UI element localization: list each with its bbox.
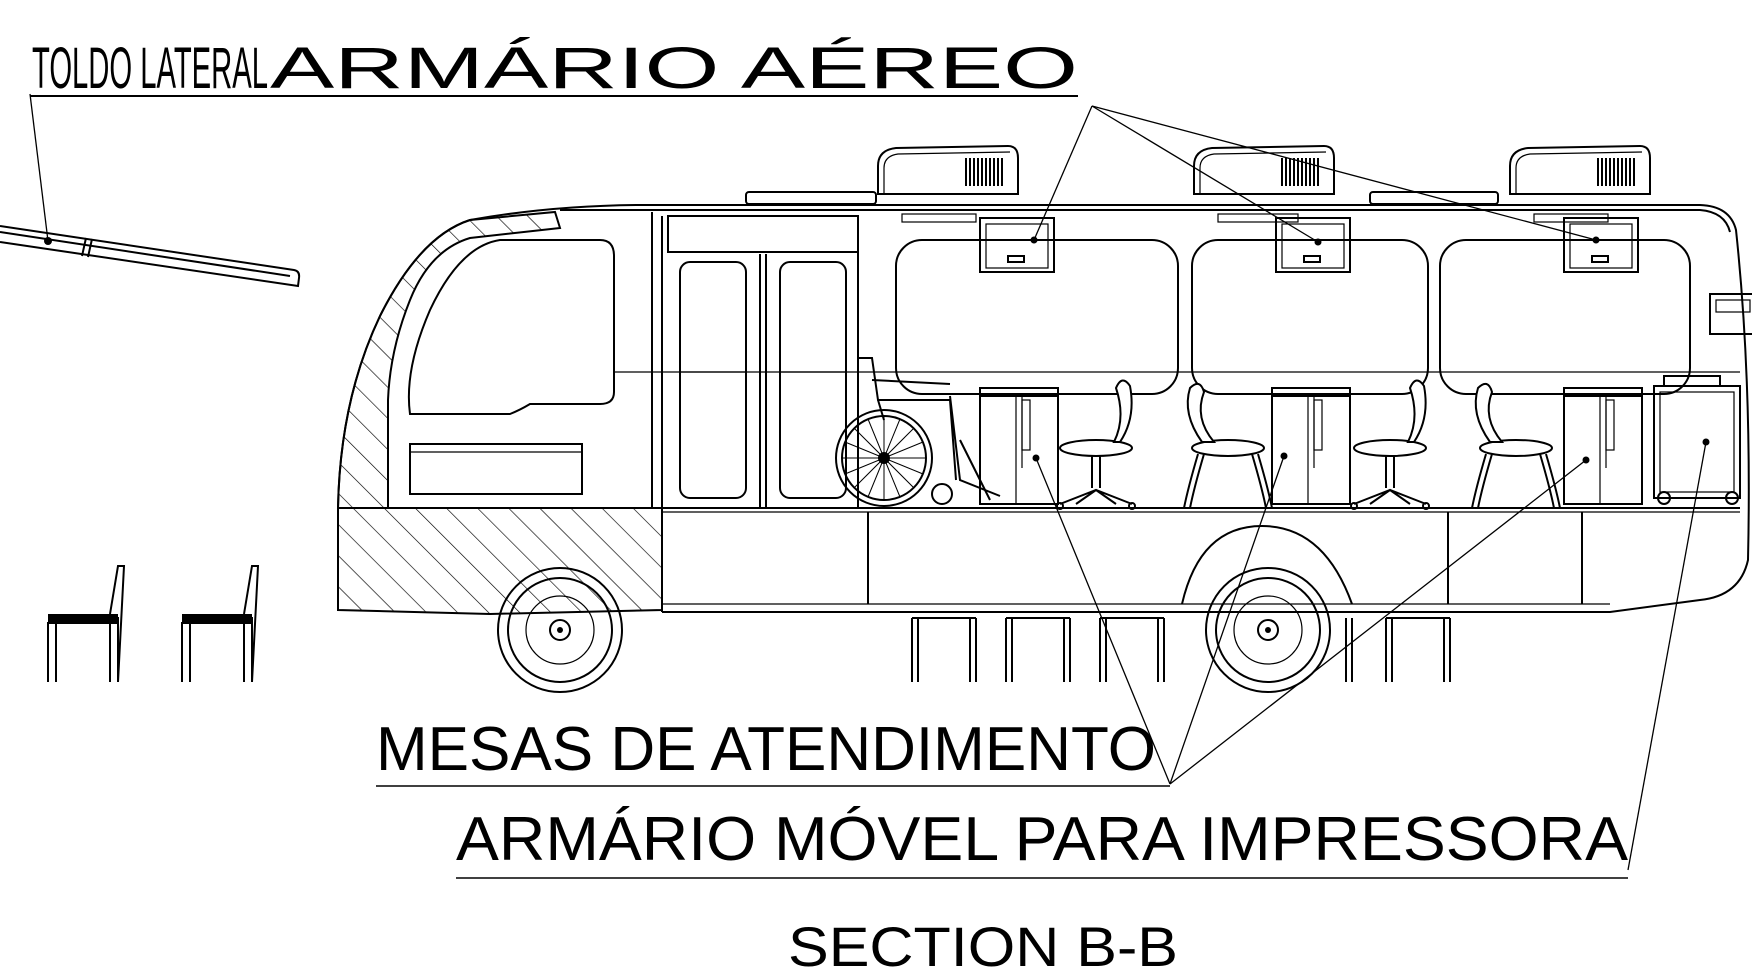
section-title: SECTION B-B xyxy=(788,915,1178,974)
awning-rod xyxy=(0,225,301,288)
outdoor-stools xyxy=(911,617,1451,682)
service-table-2 xyxy=(1271,387,1351,505)
client-chair-2 xyxy=(1471,382,1561,509)
label-armario-aereo: ARMÁRIO AÉREO xyxy=(270,36,1078,101)
label-mesas-atendimento: MESAS DE ATENDIMENTO xyxy=(376,715,1156,784)
swivel-chair-2 xyxy=(1350,379,1430,510)
label-armario-movel: ARMÁRIO MÓVEL PARA IMPRESSORA xyxy=(456,805,1629,874)
overhead-cabinet-2 xyxy=(1275,217,1351,273)
swivel-chair-1 xyxy=(1056,379,1136,510)
ac-unit-2 xyxy=(1193,145,1335,195)
label-group-top: TOLDO LATERAL ARMÁRIO AÉREO xyxy=(30,36,1078,101)
label-group-armario-movel: ARMÁRIO MÓVEL PARA IMPRESSORA xyxy=(456,805,1629,879)
printer-cabinet xyxy=(1653,293,1752,505)
bus-body xyxy=(336,191,1750,616)
ac-unit-3 xyxy=(1509,145,1651,195)
label-toldo-lateral: TOLDO LATERAL xyxy=(32,36,268,101)
label-group-mesas: MESAS DE ATENDIMENTO xyxy=(376,715,1170,787)
ac-unit-1 xyxy=(877,145,1019,195)
client-chair-1 xyxy=(1183,382,1273,509)
service-table-3 xyxy=(1563,387,1643,505)
outdoor-chair-2 xyxy=(181,565,259,683)
outdoor-chair-1 xyxy=(47,565,125,683)
overhead-cabinet-3 xyxy=(1563,217,1639,273)
leader-lines xyxy=(29,93,1707,871)
wheelchair xyxy=(835,357,1001,507)
service-table-1 xyxy=(979,387,1059,505)
overhead-cabinet-1 xyxy=(979,217,1055,273)
